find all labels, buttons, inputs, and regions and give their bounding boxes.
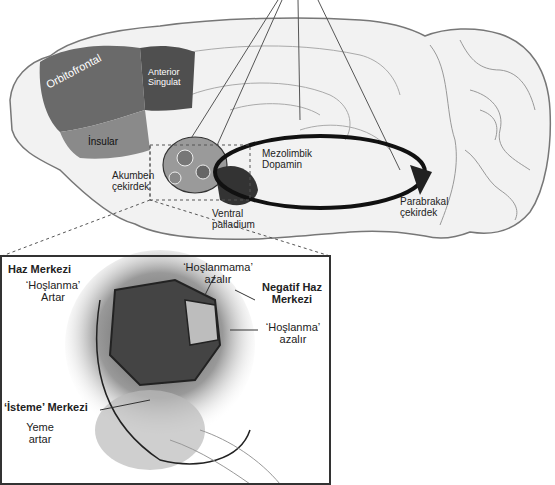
region-label: Anterior Singulat (148, 68, 192, 88)
effect-label: ‘Hoşlanmama’ azalır (178, 261, 258, 285)
negative-hotspot (185, 300, 218, 345)
parabrachial-shape (410, 165, 432, 195)
hotspot-dot (177, 150, 193, 166)
region-label: Parabrakal çekirdek (400, 196, 470, 218)
projection-lines (190, 0, 400, 170)
region-label: Akumben çekirdek (112, 170, 168, 192)
effect-label: Yeme artar (18, 421, 62, 445)
inset-box: Haz Merkezi ‘Hoşlanma’ Artar ‘Hoşlanmama’ … (0, 255, 331, 485)
region-label: Ventral palladium (212, 208, 268, 230)
center-heading: Negatif Haz Merkezi (257, 281, 327, 305)
center-heading: ‘İsteme’ Merkezi (4, 401, 114, 413)
leader-lines (100, 275, 258, 410)
accumbens-outline (97, 300, 250, 464)
brain-outline (10, 18, 550, 239)
inset-blob-lower (95, 390, 205, 470)
effect-label: ‘Hoşlanma’ Artar (18, 279, 88, 303)
hotspot-dot (196, 165, 210, 179)
effect-label: ‘Hoşlanma’ azalır (260, 321, 326, 345)
region-label: İnsular (88, 136, 148, 147)
inset-lines (170, 430, 280, 484)
cingulate-region (140, 46, 195, 111)
center-heading: Haz Merkezi (8, 263, 108, 275)
region-label: Mezolimbik Dopamin (262, 148, 332, 170)
hedonic-hotspot (110, 280, 220, 385)
mesolimbic-loop (215, 136, 425, 208)
hotspot-dot (169, 172, 181, 184)
insular-region (60, 110, 150, 159)
inset-ground (1, 256, 330, 484)
